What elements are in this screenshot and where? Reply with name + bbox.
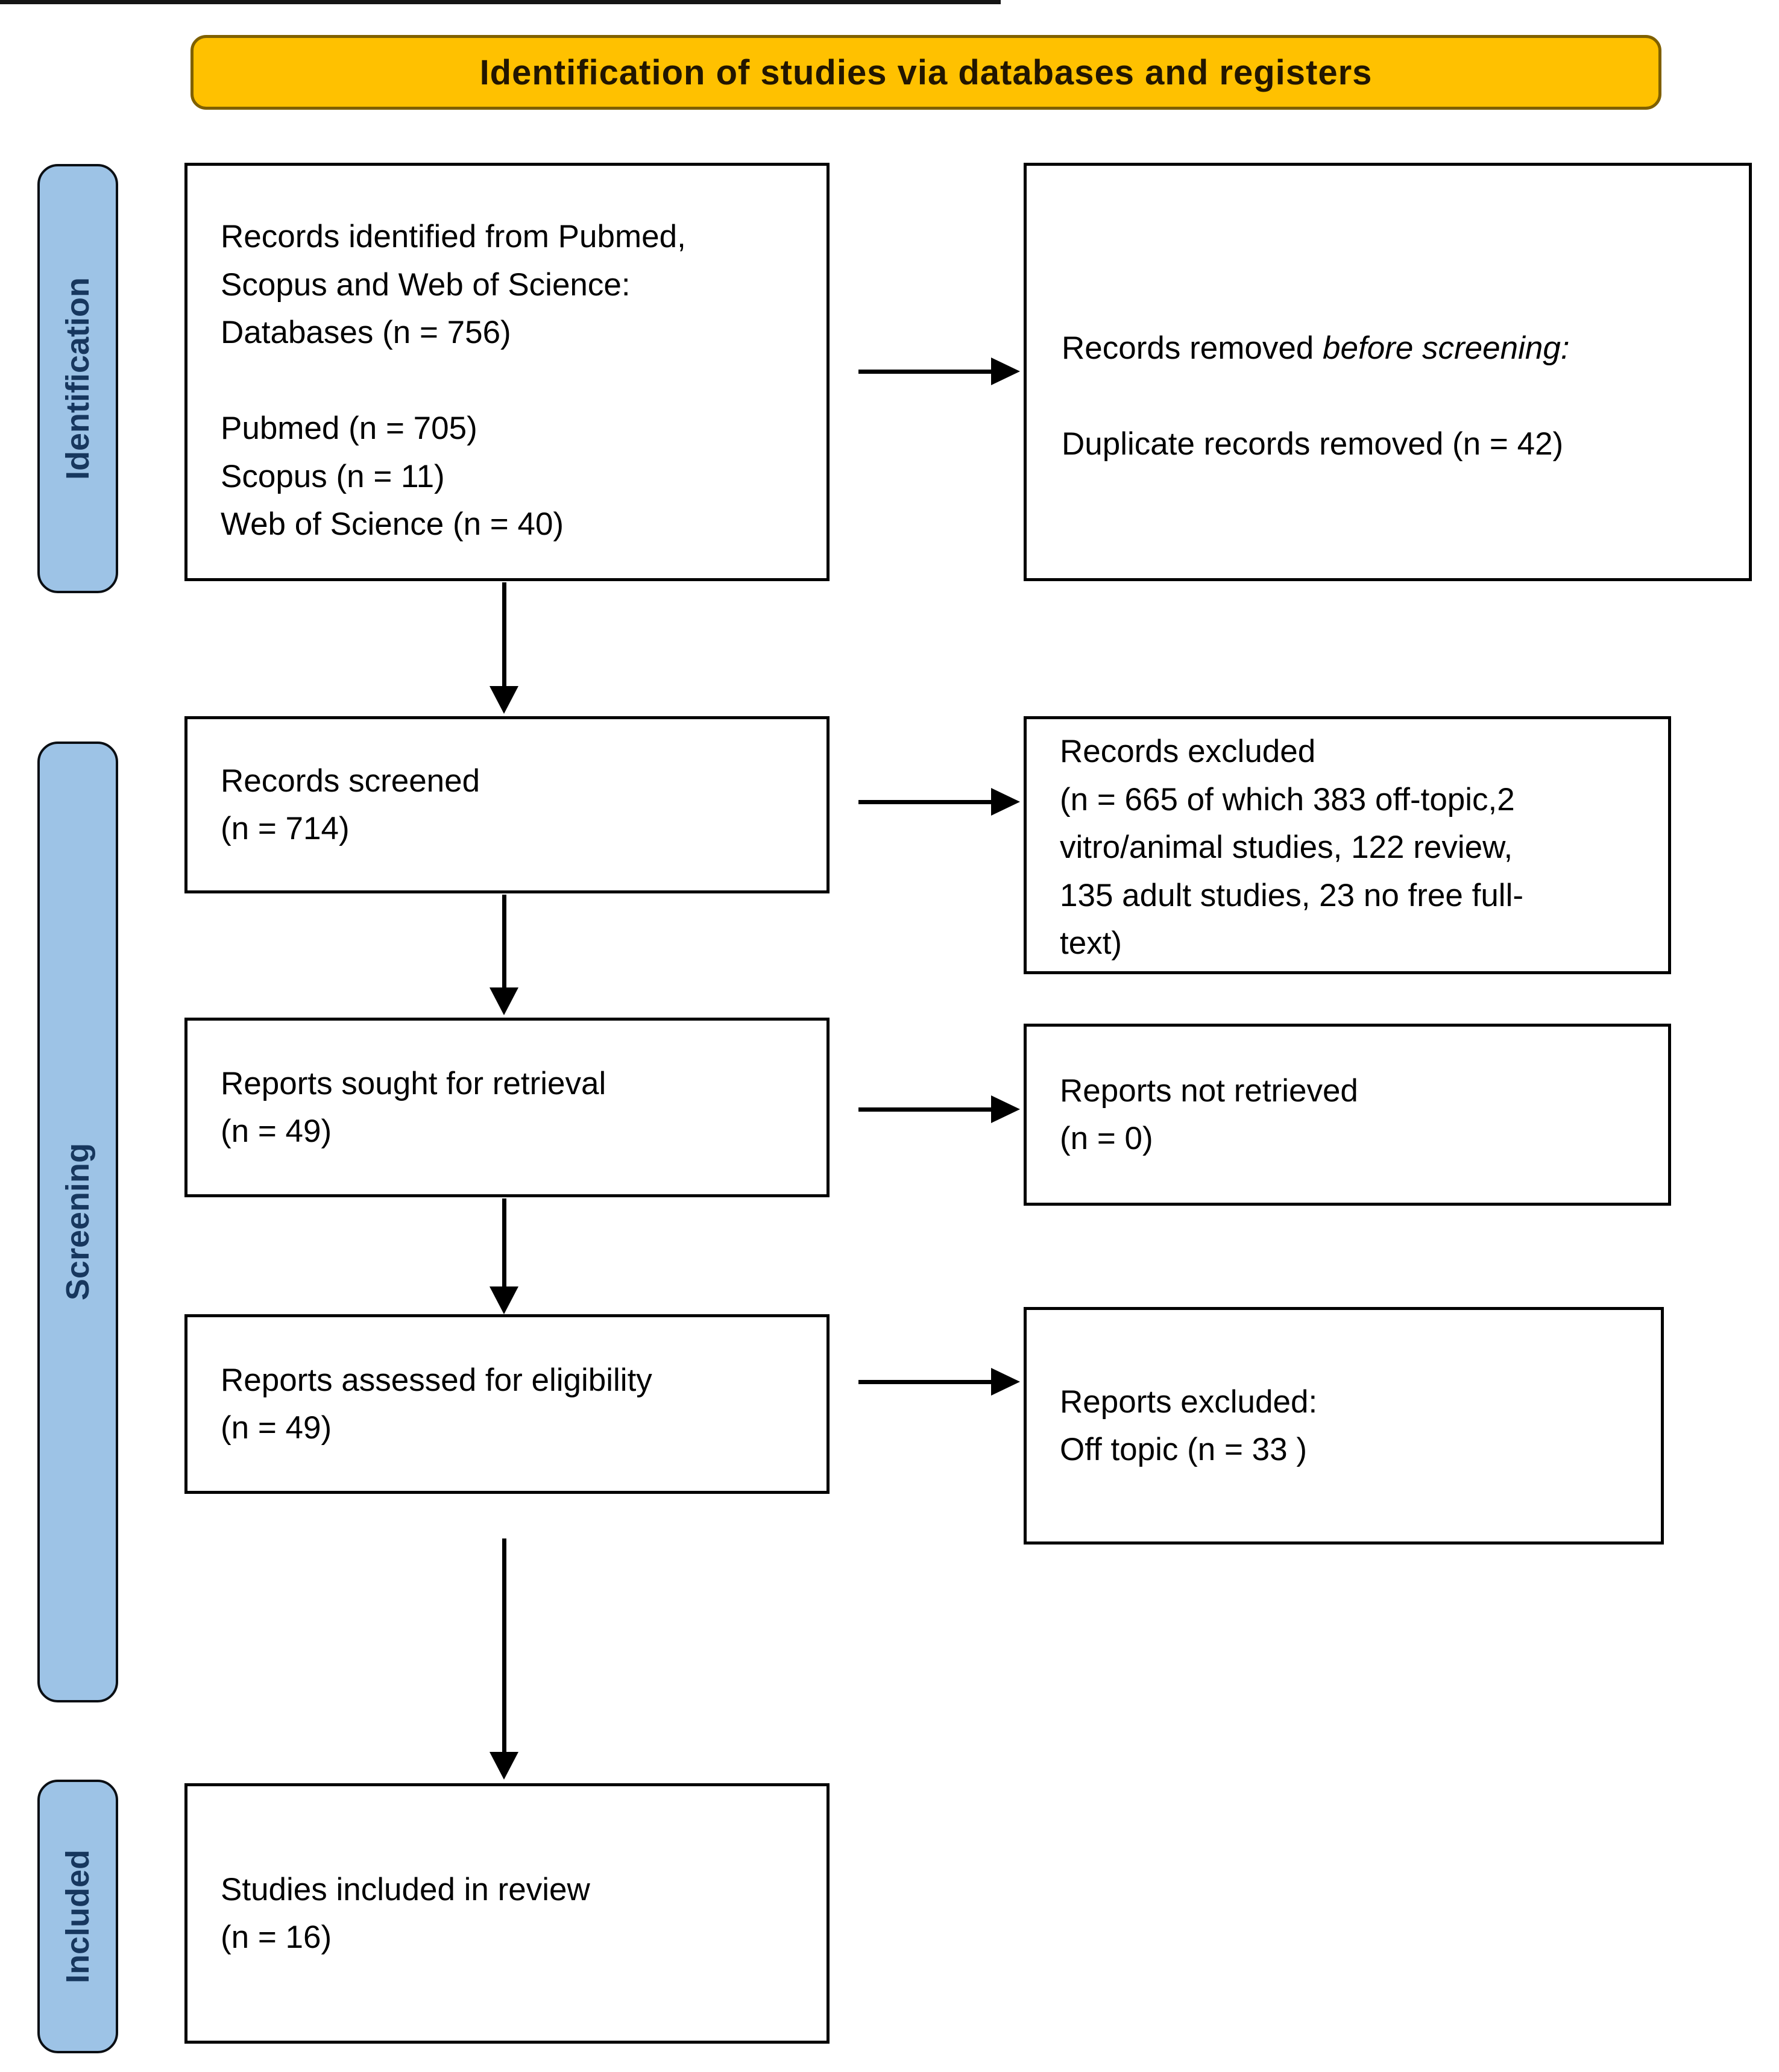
box-records-removed: Records removed before screening: Duplic… — [1024, 163, 1752, 581]
arrow-head-right-icon — [991, 1368, 1020, 1396]
records-removed-line2: Duplicate records removed (n = 42) — [1062, 426, 1564, 462]
reports-not-retrieved-text: Reports not retrieved (n = 0) — [1060, 1072, 1358, 1157]
arrow-head-down-icon — [490, 1286, 518, 1314]
stage-tab-identification-label: Identification — [60, 277, 96, 480]
records-removed-text: Records removed before screening: Duplic… — [1062, 276, 1716, 468]
studies-included-text: Studies included in review (n = 16) — [221, 1871, 590, 1956]
down-arrow-screened-to-sought — [490, 895, 518, 1015]
box-reports-not-retrieved: Reports not retrieved (n = 0) — [1024, 1024, 1671, 1206]
arrow-head-down-icon — [490, 987, 518, 1015]
arrow-shaft — [858, 1107, 991, 1112]
arrow-head-right-icon — [991, 357, 1020, 385]
records-screened-text: Records screened (n = 714) — [221, 763, 480, 847]
down-arrow-assessed-to-included — [490, 1538, 518, 1780]
right-arrow-identified-to-removed — [858, 357, 1020, 385]
arrow-head-down-icon — [490, 686, 518, 714]
reports-excluded-text: Reports excluded: Off topic (n = 33 ) — [1060, 1384, 1318, 1468]
right-arrow-assessed-to-reports-excluded — [858, 1368, 1020, 1396]
reports-sought-text: Reports sought for retrieval (n = 49) — [221, 1065, 606, 1150]
box-studies-included: Studies included in review (n = 16) — [184, 1783, 830, 2044]
arrow-shaft — [858, 799, 991, 804]
reports-assessed-text: Reports assessed for eligibility (n = 49… — [221, 1362, 652, 1446]
stage-tab-screening: Screening — [37, 742, 118, 1702]
down-arrow-sought-to-assessed — [490, 1198, 518, 1314]
records-excluded-text: Records excluded (n = 665 of which 383 o… — [1060, 734, 1523, 961]
stage-tab-included-label: Included — [60, 1849, 96, 1983]
banner-title: Identification of studies via databases … — [479, 52, 1373, 92]
arrow-shaft — [858, 1379, 991, 1384]
arrow-shaft — [502, 1538, 506, 1752]
box-records-screened: Records screened (n = 714) — [184, 716, 830, 893]
arrow-shaft — [858, 369, 991, 374]
right-arrow-screened-to-excluded — [858, 788, 1020, 816]
records-removed-italic: before screening: — [1323, 330, 1570, 366]
box-reports-assessed: Reports assessed for eligibility (n = 49… — [184, 1314, 830, 1494]
figure-top-border — [0, 0, 1001, 4]
down-arrow-identified-to-screened — [490, 582, 518, 714]
arrow-shaft — [502, 582, 506, 686]
stage-tab-included: Included — [37, 1780, 118, 2053]
box-records-excluded: Records excluded (n = 665 of which 383 o… — [1024, 716, 1671, 974]
records-identified-text: Records identified from Pubmed, Scopus a… — [221, 219, 686, 542]
arrow-shaft — [502, 1198, 506, 1286]
stage-tab-screening-label: Screening — [60, 1143, 96, 1301]
stage-tab-identification: Identification — [37, 164, 118, 593]
box-reports-sought: Reports sought for retrieval (n = 49) — [184, 1018, 830, 1197]
arrow-head-right-icon — [991, 1095, 1020, 1123]
records-removed-prefix: Records removed — [1062, 330, 1323, 366]
arrow-head-right-icon — [991, 788, 1020, 816]
arrow-shaft — [502, 895, 506, 987]
box-records-identified: Records identified from Pubmed, Scopus a… — [184, 163, 830, 581]
arrow-head-down-icon — [490, 1752, 518, 1780]
right-arrow-sought-to-not-retrieved — [858, 1095, 1020, 1123]
banner-identification-via-databases: Identification of studies via databases … — [190, 35, 1661, 110]
box-reports-excluded: Reports excluded: Off topic (n = 33 ) — [1024, 1307, 1664, 1545]
